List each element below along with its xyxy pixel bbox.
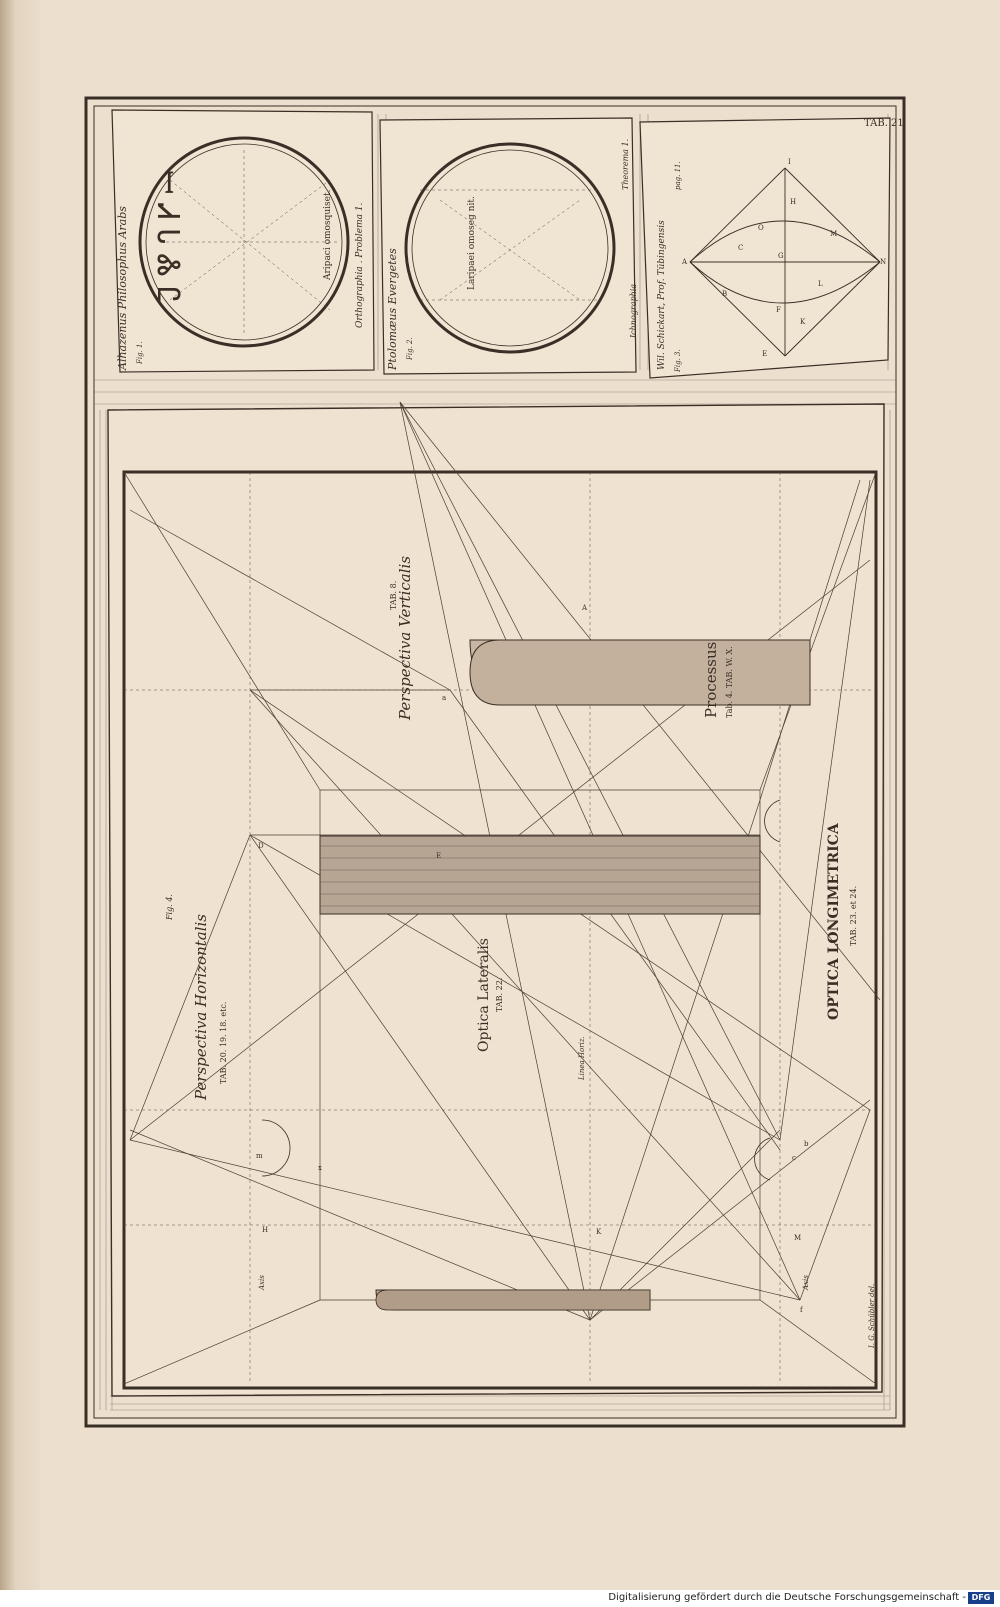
label-optica-lateralis-sub: TAB. 22. bbox=[495, 978, 504, 1012]
main-figure-frame bbox=[122, 470, 878, 1390]
fig2-note: Theorema 1. bbox=[621, 139, 630, 190]
fig3-point-A: A bbox=[681, 258, 688, 266]
shaded-wall bbox=[319, 835, 761, 915]
label-M: M bbox=[794, 1234, 801, 1242]
label-processus: Processus bbox=[702, 642, 720, 718]
footer-credit: Digitalisierung gefördert durch die Deut… bbox=[608, 1592, 966, 1603]
arcs bbox=[261, 799, 781, 1181]
label-m: m bbox=[256, 1152, 263, 1160]
fig1-number: Fig. 1. bbox=[136, 341, 144, 365]
label-processus-sub: Tab. 4. TAB. W. X. bbox=[725, 646, 734, 718]
fig2-inner-label: Laripaei omoseg nit. bbox=[467, 196, 477, 290]
fig3-point-I: I bbox=[788, 158, 791, 166]
label-H: H bbox=[262, 1226, 268, 1234]
fig1-note: Orthographia . Problema 1. bbox=[355, 202, 365, 328]
label-c: c bbox=[792, 1154, 796, 1162]
fig3-note: Ichnographia bbox=[629, 284, 638, 339]
label-b: b bbox=[804, 1140, 809, 1148]
fig3-number: Fig. 3. bbox=[674, 349, 682, 373]
label-linea-horiz: Linea Horiz. bbox=[578, 1036, 586, 1081]
fig3-point-C: C bbox=[738, 244, 743, 252]
label-K: K bbox=[596, 1228, 602, 1236]
label-optica-longimetrica-sub: TAB. 23. et 24. bbox=[849, 886, 858, 946]
label-a: a bbox=[442, 694, 446, 702]
panel-fig2 bbox=[379, 117, 637, 375]
fig3-point-B: B bbox=[722, 290, 727, 298]
fig3-caption: Wil. Schickart, Prof. Tübingensis bbox=[657, 220, 667, 370]
fig1-caption: Alhazenus Philosophus Arabs bbox=[116, 206, 129, 371]
label-perspectiva-verticalis-sub: TAB. 8. bbox=[389, 581, 398, 610]
fig3-point-N: N bbox=[880, 258, 886, 266]
fig3-point-M: M bbox=[830, 230, 837, 238]
label-perspectiva-horizontalis: Perspectiva Horizontalis bbox=[192, 914, 210, 1101]
footer-bar bbox=[0, 1590, 1000, 1607]
panel-labels: TAB. 21 Alhazenus Philosophus Arabs Fig.… bbox=[116, 118, 904, 373]
fig3-point-G: G bbox=[778, 252, 784, 260]
label-perspectiva-verticalis: Perspectiva Verticalis bbox=[396, 556, 414, 721]
book-gutter bbox=[0, 0, 40, 1590]
fig3-point-H: H bbox=[790, 198, 796, 206]
label-optica-lateralis: Optica Lateralis bbox=[476, 938, 492, 1052]
panel-fig1: ꟷ Ꮧ Ꮣ Ꮬ Ꮭ bbox=[111, 109, 375, 373]
label-D: D bbox=[258, 842, 264, 850]
fig3-point-K: K bbox=[800, 318, 806, 326]
processus-column bbox=[469, 639, 811, 706]
fig1-inner-label: Aripaci omosquiset. bbox=[323, 189, 333, 281]
fig3-point-E: E bbox=[762, 350, 767, 358]
fig3-point-L: L bbox=[818, 280, 823, 288]
fig3-point-F: F bbox=[776, 306, 781, 314]
fig1-cipher: ꟷ Ꮧ Ꮣ Ꮬ Ꮭ bbox=[150, 170, 185, 303]
label-perspectiva-horizontalis-sub: TAB. 20. 19. 18. etc. bbox=[219, 1002, 228, 1084]
tab-label: TAB. 21 bbox=[864, 118, 904, 129]
dfg-logo: DFG bbox=[968, 1592, 994, 1604]
fig2-caption: Ptolomæus Evergetes bbox=[386, 248, 399, 371]
label-axis-1: Axis bbox=[258, 1275, 266, 1291]
engraver-signature: I. G. Schübler del. bbox=[868, 1284, 876, 1349]
main-labels: Perspectiva Horizontalis TAB. 20. 19. 18… bbox=[165, 556, 876, 1349]
label-x: x bbox=[318, 1164, 322, 1172]
small-column bbox=[375, 1289, 651, 1311]
label-optica-longimetrica: OPTICA LONGIMETRICA bbox=[826, 822, 842, 1020]
label-fig4: Fig. 4. bbox=[165, 894, 174, 921]
label-axis-2: Axis bbox=[802, 1275, 810, 1291]
fig3-page-ref: pag. 11. bbox=[674, 161, 682, 190]
label-E: E bbox=[436, 852, 441, 860]
fig2-number: Fig. 2. bbox=[406, 337, 414, 361]
label-A: A bbox=[581, 604, 588, 612]
label-f: f bbox=[800, 1306, 804, 1314]
panel-fig3 bbox=[639, 117, 891, 379]
fig3-point-O: O bbox=[758, 224, 764, 232]
